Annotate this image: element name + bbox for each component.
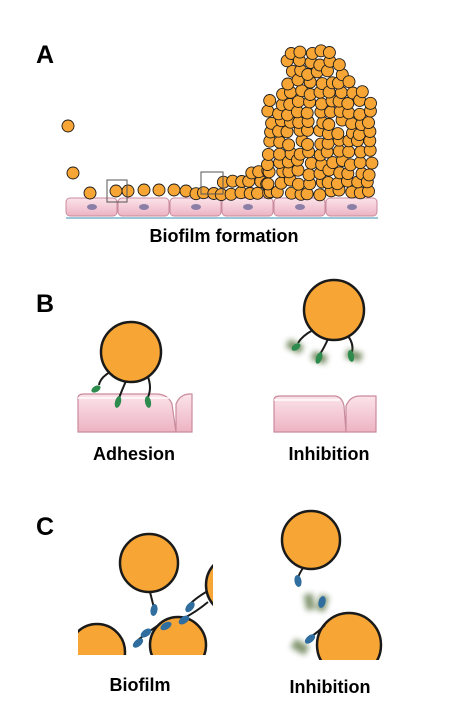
panel-c: C Biofilm: [36, 509, 383, 697]
adhesin-icon: [140, 628, 152, 638]
adhesin-icon: [347, 350, 355, 362]
adhesin-icon: [132, 638, 144, 648]
inset-box-biofilm: [200, 171, 224, 195]
bacteria-cluster: [61, 44, 379, 202]
bacterium-icon: [293, 45, 307, 59]
adhesin-icon: [318, 596, 326, 608]
cell-nucleus-icon: [191, 204, 201, 210]
adhesin-icon: [160, 621, 172, 631]
bacterium-icon: [332, 58, 346, 72]
biofilm-caption: Biofilm: [110, 675, 171, 695]
bacterium-icon: [61, 119, 75, 133]
panel-c-letter: C: [36, 513, 54, 541]
cell-nucleus-icon: [139, 204, 149, 210]
epithelial-cell-icon: [77, 393, 193, 433]
adhesin-icon: [150, 604, 158, 616]
inhibition-caption-b: Inhibition: [289, 444, 370, 464]
epithelial-cell-icon: [273, 395, 377, 433]
bacterium-icon: [263, 94, 277, 107]
bacterium-icon: [261, 104, 275, 118]
inhibition-scene-c: [280, 509, 383, 660]
epithelial-layer: [65, 197, 378, 219]
adhesin-icon: [144, 396, 152, 408]
bacterium-icon: [291, 95, 305, 108]
bacterium-icon: [362, 168, 376, 182]
bacterium-icon: [261, 177, 275, 191]
bacterium-icon: [300, 106, 314, 120]
adhesion-scene: [77, 320, 193, 433]
bacterium-icon: [364, 96, 377, 110]
bacterium-icon: [167, 183, 181, 197]
bacterium-icon: [78, 622, 127, 655]
bacterium-icon: [261, 147, 275, 161]
bacterium-icon: [137, 183, 151, 197]
bacterium-icon: [322, 118, 336, 131]
bacterium-icon: [315, 611, 383, 660]
bacterium-icon: [322, 46, 336, 59]
bacterium-icon: [353, 156, 367, 170]
bacterium-icon: [99, 320, 163, 384]
bacterium-icon: [121, 184, 135, 198]
inset-box-adhesion: [106, 179, 128, 203]
bacterium-icon: [342, 75, 356, 89]
bacterium-icon: [355, 85, 369, 99]
bacterium-icon: [66, 166, 80, 180]
panel-b: B Adhesion: [36, 278, 377, 464]
panel-b-letter: B: [36, 290, 54, 318]
inhibition-scene-b: [273, 278, 377, 433]
adhesin-icon: [304, 634, 316, 644]
bacterium-icon: [331, 127, 345, 141]
bacterium-icon: [313, 188, 327, 202]
bacterium-icon: [83, 186, 97, 200]
bacterium-icon: [204, 563, 213, 607]
bacterium-icon: [291, 177, 305, 191]
bacterium-icon: [282, 138, 296, 152]
cell-nucleus-icon: [243, 204, 253, 210]
bacterium-icon: [301, 137, 314, 151]
bacterium-icon: [152, 183, 166, 197]
adhesin-icon: [315, 352, 323, 364]
bacterium-icon: [118, 532, 180, 594]
bacterium-icon: [302, 278, 366, 342]
panel-a-letter: A: [36, 41, 54, 69]
biofilm-scene: [78, 532, 213, 655]
cell-nucleus-icon: [87, 204, 97, 210]
bacterium-icon: [302, 168, 316, 182]
adhesin-icon: [294, 575, 302, 587]
bacterium-icon: [280, 509, 342, 571]
bacterium-icon: [251, 186, 264, 200]
inhibition-caption-c: Inhibition: [290, 677, 371, 697]
bacterium-icon: [109, 184, 123, 198]
adhesion-caption: Adhesion: [93, 444, 175, 464]
bacterium-icon: [341, 97, 355, 110]
adhesin-icon: [114, 396, 122, 408]
adhesin-icon: [178, 615, 190, 625]
cell-nucleus-icon: [347, 204, 357, 210]
adhesin-icon: [185, 601, 195, 613]
panel-a: A Biofilm formation: [36, 41, 379, 246]
adhesin-icon: [291, 343, 301, 351]
bacterium-icon: [365, 156, 379, 170]
panel-a-caption: Biofilm formation: [150, 226, 299, 246]
adhesin-icon: [91, 385, 101, 393]
bacterium-icon: [362, 116, 375, 130]
bacterium-icon: [342, 145, 356, 159]
cell-nucleus-icon: [295, 204, 305, 210]
